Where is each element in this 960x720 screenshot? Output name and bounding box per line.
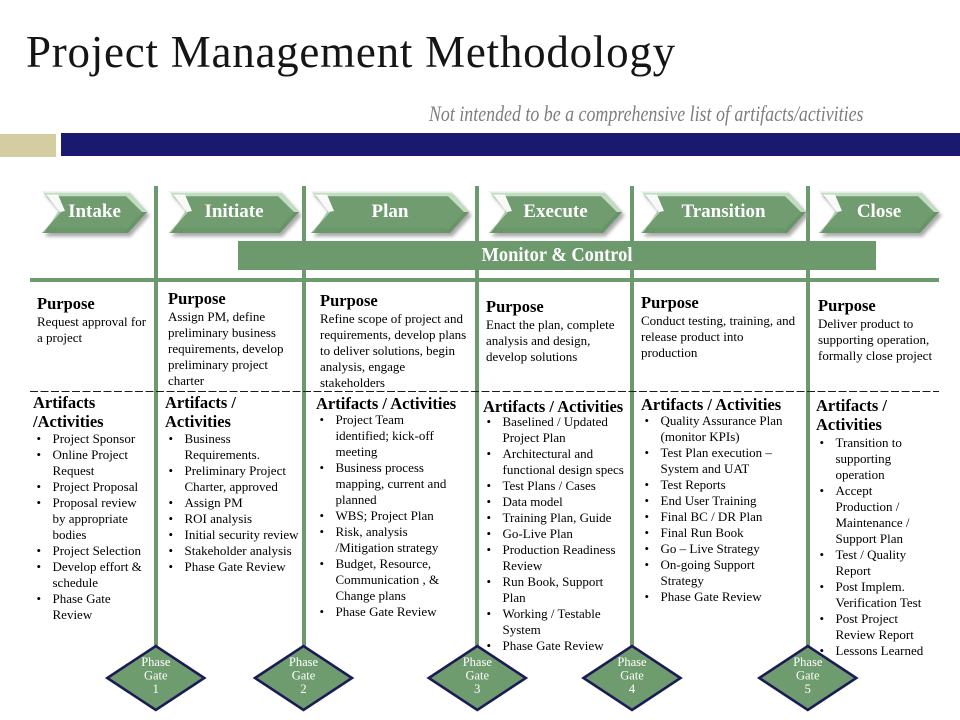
svg-text:Intake: Intake bbox=[68, 201, 121, 222]
svg-text:Gate: Gate bbox=[620, 669, 644, 683]
svg-text:Phase: Phase bbox=[141, 655, 171, 669]
svg-text:Phase: Phase bbox=[463, 655, 493, 669]
svg-text:3: 3 bbox=[474, 682, 480, 696]
svg-text:Close: Close bbox=[857, 201, 901, 222]
svg-text:Phase: Phase bbox=[617, 655, 647, 669]
svg-text:Phase: Phase bbox=[793, 655, 823, 669]
svg-text:2: 2 bbox=[300, 682, 306, 696]
svg-text:Initiate: Initiate bbox=[204, 201, 263, 222]
svg-text:5: 5 bbox=[805, 682, 811, 696]
svg-text:Gate: Gate bbox=[465, 669, 489, 683]
svg-text:Plan: Plan bbox=[372, 201, 409, 222]
svg-text:Phase: Phase bbox=[289, 655, 319, 669]
svg-text:Gate: Gate bbox=[796, 669, 820, 683]
svg-text:4: 4 bbox=[629, 682, 636, 696]
svg-text:Gate: Gate bbox=[292, 669, 316, 683]
svg-text:Execute: Execute bbox=[523, 201, 587, 222]
svg-text:1: 1 bbox=[153, 682, 159, 696]
svg-text:Transition: Transition bbox=[681, 201, 766, 222]
svg-text:Gate: Gate bbox=[144, 669, 168, 683]
